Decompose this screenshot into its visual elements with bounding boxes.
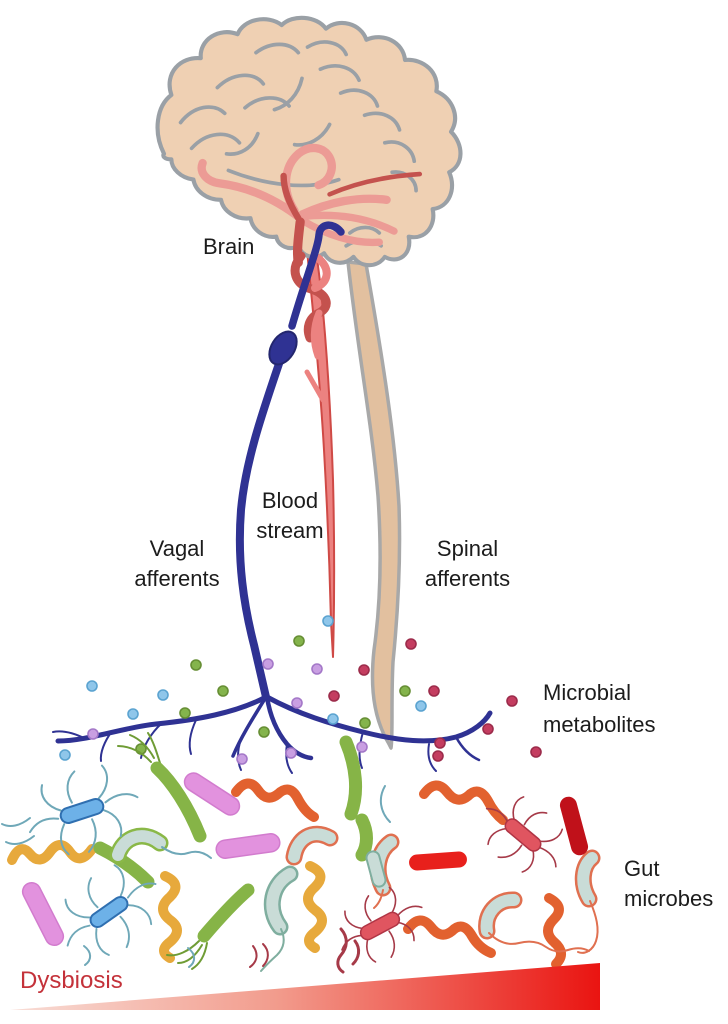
brain-illustration — [155, 15, 463, 268]
metabolite-dot — [217, 685, 229, 697]
metabolite-dot — [59, 749, 71, 761]
metabolite-dot — [405, 638, 417, 650]
microbe-teal-crescent — [285, 825, 339, 866]
vagal-ganglion — [268, 330, 298, 366]
metabolite-dot — [179, 707, 191, 719]
microbe-blue-rod — [42, 848, 177, 976]
microbe-red-rod — [409, 851, 467, 871]
microbe-blue-rod — [15, 754, 150, 869]
microbe-teal-crescent — [478, 891, 590, 953]
metabolite-dot — [322, 615, 334, 627]
microbe-filament — [351, 939, 361, 966]
metabolite-dots — [59, 615, 542, 765]
vagal-afferents-label: Vagal afferents — [134, 536, 220, 591]
metabolite-dot — [432, 750, 444, 762]
microbe-spirochete — [419, 780, 508, 825]
metabolite-dot — [415, 700, 427, 712]
microbe-spirochete — [231, 778, 319, 822]
microbe-filament — [83, 945, 92, 966]
microbe-filament — [249, 945, 258, 968]
metabolite-dot — [285, 747, 297, 759]
metabolite-dot — [530, 746, 542, 758]
brainstem-vessels — [290, 251, 331, 360]
metabolite-dot — [236, 753, 248, 765]
metabolite-dot — [428, 685, 440, 697]
microbe-spirochete — [158, 871, 182, 963]
microbe-spirochete — [543, 893, 566, 969]
metabolite-dot — [311, 663, 323, 675]
vagal-nerve-roots — [52, 694, 493, 774]
microbe-filament — [5, 835, 35, 845]
gut-microbes-label: Gut microbes — [624, 856, 714, 911]
metabolite-dot — [359, 717, 371, 729]
brain-label: Brain — [203, 234, 255, 259]
microbe-teal-crescent — [109, 827, 212, 864]
spinal-afferents-label: Spinal afferents — [424, 536, 511, 591]
microbe-spirochete — [303, 861, 327, 953]
microbe-filament — [336, 927, 348, 974]
metabolite-dot — [87, 728, 99, 740]
microbe-pink-rod — [215, 833, 281, 859]
microbe-filament — [379, 785, 391, 823]
microbe-teal-rod — [365, 850, 387, 888]
brain-arteries — [197, 143, 423, 268]
microbe-green-rod — [117, 732, 207, 843]
dysbiosis-gradient-triangle — [10, 963, 600, 1010]
metabolite-dot — [190, 659, 202, 671]
microbe-spirochete — [7, 840, 97, 865]
metabolite-dot — [482, 723, 494, 735]
metabolite-dot — [157, 689, 169, 701]
microbe-spirochete — [403, 915, 496, 958]
metabolite-dot — [293, 635, 305, 647]
metabolite-dot — [127, 708, 139, 720]
metabolite-dot — [506, 695, 518, 707]
spinal-cord — [346, 260, 402, 750]
metabolite-dot — [358, 664, 370, 676]
metabolite-dot — [327, 713, 339, 725]
metabolite-dot — [291, 697, 303, 709]
microbe-filament — [1, 817, 31, 827]
microbe-filament — [187, 947, 196, 968]
metabolite-dot — [399, 685, 411, 697]
microbe-pink-rod — [21, 881, 65, 947]
metabolite-dot — [356, 741, 368, 753]
microbe-teal-crescent — [574, 849, 601, 954]
vagal-nerve — [52, 221, 493, 774]
microbe-filament — [262, 943, 269, 967]
microbe-red-rod — [559, 796, 589, 856]
metabolite-dot — [258, 726, 270, 738]
gut-microbes-illustration — [1, 732, 601, 977]
microbe-green-rod — [339, 735, 362, 821]
microbe-green-rod — [93, 841, 155, 889]
microbial-metabolites-label: Microbial metabolites — [543, 680, 656, 737]
dysbiosis-label: Dysbiosis — [20, 967, 123, 994]
microbe-teal-crescent — [260, 865, 299, 972]
microbe-green-rod — [166, 883, 255, 970]
microbe-rose-rod — [324, 875, 437, 977]
metabolite-dot — [328, 690, 340, 702]
microbe-pink-rod — [183, 772, 241, 816]
microbe-green-rod — [355, 813, 373, 862]
metabolite-dot — [86, 680, 98, 692]
microbe-rose-rod — [466, 780, 580, 891]
blood-stream-label: Blood stream — [256, 488, 324, 543]
metabolite-dot — [262, 658, 274, 670]
metabolite-dot — [434, 737, 446, 749]
